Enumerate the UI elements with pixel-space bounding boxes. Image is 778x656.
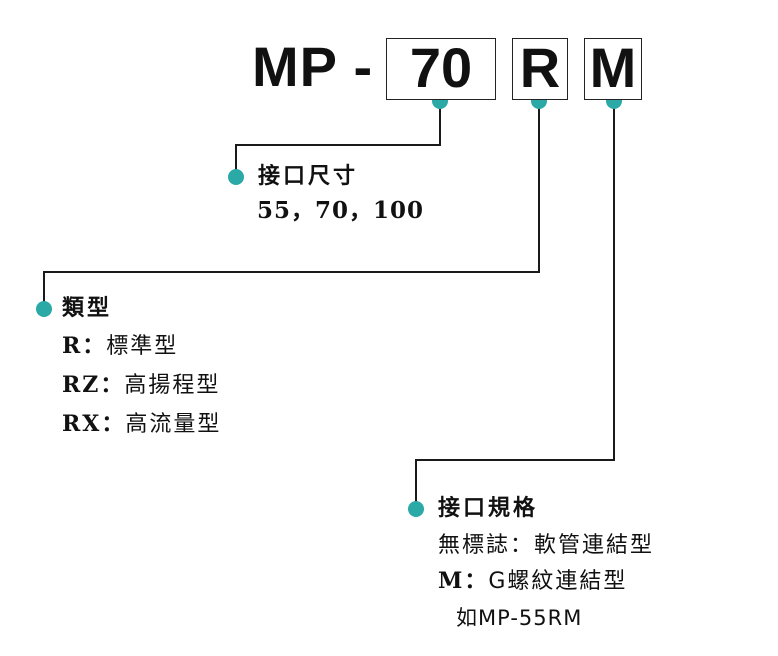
type-heading-dot xyxy=(36,301,52,317)
port-connector-line xyxy=(415,100,615,508)
size-heading-dot xyxy=(228,169,244,185)
size-values: 55，70，100 xyxy=(257,197,425,224)
size-connector-line xyxy=(235,100,441,176)
type-item-desc: 標準型 xyxy=(106,334,179,359)
port-item-desc: 無標誌：軟管連結型 xyxy=(438,533,655,558)
type-item-desc: 高流量型 xyxy=(125,412,222,437)
port-item-thread: M：G螺紋連結型 xyxy=(438,567,627,596)
type-item-code: RX： xyxy=(62,411,126,437)
type-item-high-flow: RX：高流量型 xyxy=(62,410,221,439)
port-code-box: M xyxy=(584,38,642,100)
size-code-box: 70 xyxy=(386,38,496,100)
model-prefix: MP - xyxy=(252,35,374,98)
port-example: 如MP-55RM xyxy=(456,606,583,630)
port-item-desc: G螺紋連結型 xyxy=(488,569,628,594)
size-heading: 接口尺寸 xyxy=(258,164,359,189)
port-item-code: M： xyxy=(438,568,489,594)
type-item-code: R： xyxy=(62,333,107,359)
port-item-hose: 無標誌：軟管連結型 xyxy=(438,531,654,560)
port-heading-dot xyxy=(408,501,424,517)
port-heading: 接口規格 xyxy=(438,496,539,521)
type-item-high-head: RZ：高揚程型 xyxy=(62,371,220,400)
type-code-box: R xyxy=(512,38,568,100)
type-item-desc: 高揚程型 xyxy=(124,373,221,398)
type-connector-line xyxy=(43,100,540,308)
type-item-code: RZ： xyxy=(62,372,125,398)
type-item-standard: R：標準型 xyxy=(62,332,178,361)
type-heading: 類型 xyxy=(62,296,113,321)
